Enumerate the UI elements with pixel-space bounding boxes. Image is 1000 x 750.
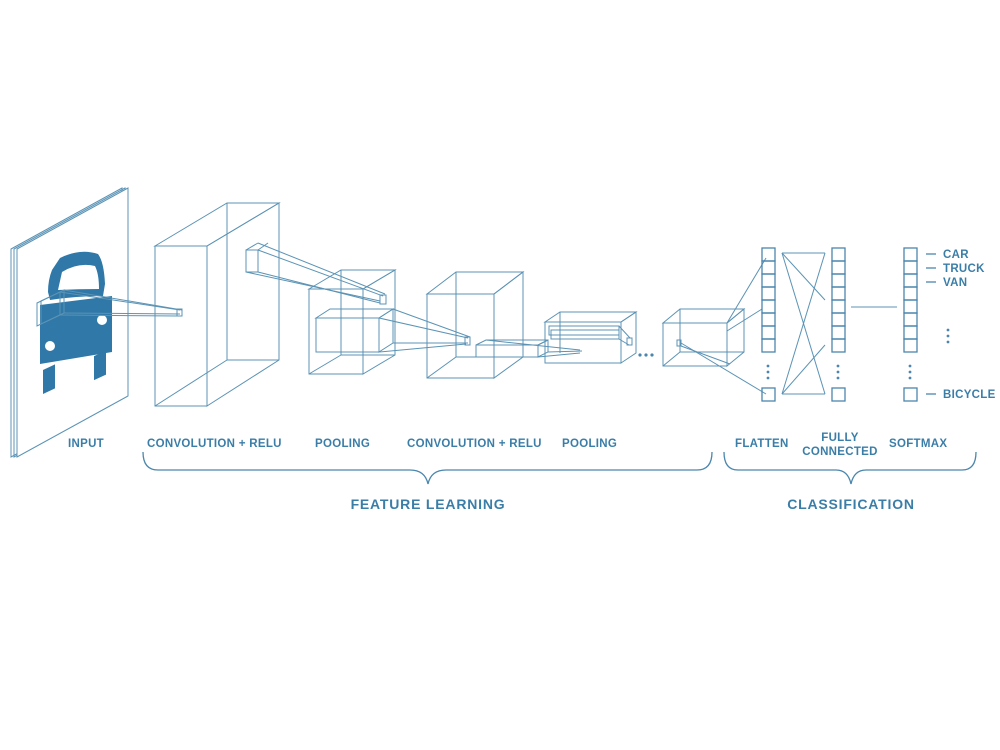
connector-conv2-pool2 xyxy=(485,339,583,358)
output-label-truck: TRUCK xyxy=(943,263,985,275)
connector-to-flatten xyxy=(680,257,767,395)
flatten-unit xyxy=(761,299,776,314)
conv1-volume xyxy=(153,202,281,407)
flatten-unit xyxy=(761,260,776,275)
softmax-unit xyxy=(903,260,918,275)
output-dots xyxy=(946,328,950,344)
fc-unit xyxy=(831,286,846,301)
stage-label-conv2: CONVOLUTION + RELU xyxy=(407,438,542,450)
stage-label-flatten: FLATTEN xyxy=(735,438,789,450)
flatten-unit xyxy=(761,312,776,327)
stage-label-pool2: POOLING xyxy=(562,438,617,450)
pool1-volume xyxy=(307,269,397,375)
output-label-car: CAR xyxy=(943,249,969,261)
softmax-unit xyxy=(903,325,918,340)
connector-flatten-fc xyxy=(781,252,826,395)
fc-unit xyxy=(831,299,846,314)
flatten-unit xyxy=(761,325,776,340)
stage-label-input: INPUT xyxy=(68,438,104,450)
fc-unit xyxy=(831,273,846,288)
stage-label-fc-line2: CONNECTED xyxy=(802,446,878,458)
softmax-unit xyxy=(903,338,918,353)
softmax-dots xyxy=(908,364,912,380)
fc-unit xyxy=(831,247,846,262)
classification-brace xyxy=(723,451,977,485)
flatten-unit xyxy=(761,338,776,353)
softmax-unit xyxy=(903,286,918,301)
fc-dots xyxy=(836,364,840,380)
group-label-classification: CLASSIFICATION xyxy=(787,496,915,512)
softmax-unit xyxy=(903,312,918,327)
flatten-dots xyxy=(766,364,770,380)
fc-unit xyxy=(831,325,846,340)
connector-conv1-pool1 xyxy=(245,242,386,304)
feature-learning-brace xyxy=(142,451,713,485)
output-ticks xyxy=(926,253,936,395)
final-feature-volume xyxy=(661,307,746,368)
stage-label-fc-line1: FULLY xyxy=(821,432,859,444)
flatten-last-unit xyxy=(761,387,776,402)
stage-label-conv1: CONVOLUTION + RELU xyxy=(147,438,282,450)
softmax-unit xyxy=(903,299,918,314)
output-label-van: VAN xyxy=(943,277,967,289)
fully-connected-column xyxy=(831,247,846,353)
input-image-stack xyxy=(10,187,183,458)
softmax-unit xyxy=(903,247,918,262)
flatten-unit xyxy=(761,273,776,288)
ellipsis-dots xyxy=(638,353,654,357)
group-label-feature-learning: FEATURE LEARNING xyxy=(351,496,506,512)
softmax-column xyxy=(903,247,918,353)
flatten-unit xyxy=(761,247,776,262)
softmax-unit xyxy=(903,273,918,288)
softmax-last-unit xyxy=(903,387,918,402)
flatten-unit xyxy=(761,286,776,301)
stage-label-softmax: SOFTMAX xyxy=(889,438,947,450)
fc-last-unit xyxy=(831,387,846,402)
flatten-column xyxy=(761,247,776,353)
fc-unit xyxy=(831,260,846,275)
fc-unit xyxy=(831,312,846,327)
conv2-volume xyxy=(425,270,549,379)
fc-unit xyxy=(831,338,846,353)
stage-label-pool1: POOLING xyxy=(315,438,370,450)
pool2-volume xyxy=(543,311,638,364)
output-label-bicycle: BICYCLE xyxy=(943,389,996,401)
